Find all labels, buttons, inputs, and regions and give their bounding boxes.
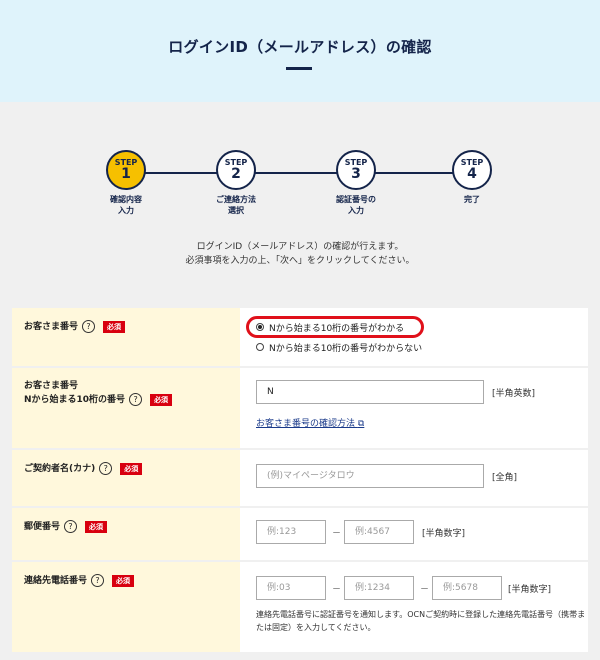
step-3-caption: STEP	[344, 157, 368, 167]
step-2: STEP 2 ご連絡方法 選択	[196, 150, 276, 216]
page-header: ログインID（メールアドレス）の確認	[0, 0, 600, 102]
help-icon[interactable]: ?	[82, 320, 96, 333]
customer-number-input-label: お客さま番号 Nから始まる10桁の番号? 必須	[12, 368, 240, 448]
page-title: ログインID（メールアドレス）の確認	[168, 38, 432, 56]
intro-line-2: 必須事項を入力の上、「次へ」をクリックしてください。	[185, 256, 415, 266]
step-3-circle: STEP 3	[336, 150, 376, 190]
external-link-icon: ⧉	[357, 419, 365, 429]
customer-number-input[interactable]	[256, 380, 484, 404]
required-badge: 必須	[85, 520, 108, 533]
postal-code-first-input[interactable]	[256, 520, 326, 544]
step-1-circle: STEP 1	[106, 150, 146, 190]
phone-hint: [半角数字]	[508, 585, 552, 595]
phone-label-text: 連絡先電話番号	[24, 576, 88, 586]
phone-row: 連絡先電話番号? 必須 － － [半角数字] 連絡先電話番号に認証番号を通知します…	[12, 562, 588, 654]
customer-number-input-row: お客さま番号 Nから始まる10桁の番号? 必須 [半角英数] お客さま番号の確認方…	[12, 368, 588, 450]
option-knows-number[interactable]: Nから始まる10桁の番号がわかる	[256, 320, 404, 334]
step-connector	[126, 172, 476, 174]
step-3: STEP 3 認証番号の 入力	[316, 150, 396, 216]
step-4-caption: STEP	[460, 157, 484, 167]
customer-number-input-label-line2: Nから始まる10桁の番号	[24, 395, 126, 405]
step-3-label: 認証番号の 入力	[336, 195, 376, 215]
phone-dash-1: －	[332, 585, 342, 595]
phone-field: － － [半角数字] 連絡先電話番号に認証番号を通知します。OCNご契約時に登録…	[240, 562, 588, 652]
alphanumeric-hint: [半角英数]	[492, 389, 536, 399]
phone-note: 連絡先電話番号に認証番号を通知します。OCNご契約時に登録した連絡先電話番号（携…	[256, 610, 586, 632]
intro-text: ログインID（メールアドレス）の確認が行えます。 必須事項を入力の上、「次へ」を…	[0, 240, 600, 268]
step-1-label: 確認内容 入力	[110, 195, 142, 215]
title-underline	[286, 67, 312, 70]
required-badge: 必須	[103, 320, 126, 333]
step-progress: STEP 1 確認内容 入力 STEP 2 ご連絡方法 選択 STEP 3 認証…	[0, 102, 600, 226]
postal-code-label-text: 郵便番号	[24, 522, 61, 532]
customer-number-label-text: お客さま番号	[24, 322, 79, 332]
help-icon[interactable]: ?	[64, 520, 78, 533]
phone-second-input[interactable]	[344, 576, 414, 600]
help-icon[interactable]: ?	[99, 462, 113, 475]
option-knows-number-label: Nから始まる10桁の番号がわかる	[269, 323, 405, 334]
radio-unselected-icon[interactable]	[256, 343, 264, 351]
postal-dash: －	[332, 529, 342, 539]
postal-code-second-input[interactable]	[344, 520, 414, 544]
radio-selected-icon[interactable]	[256, 323, 264, 331]
customer-number-field: Nから始まる10桁の番号がわかる Nから始まる10桁の番号がわからない	[240, 308, 588, 366]
step-3-number: 3	[351, 165, 361, 182]
customer-number-row: お客さま番号? 必須 Nから始まる10桁の番号がわかる Nから始まる10桁の番号が…	[12, 308, 588, 368]
customer-number-input-label-line1: お客さま番号	[24, 381, 79, 391]
option-unknown-number-label: Nから始まる10桁の番号がわからない	[269, 343, 423, 354]
step-4-circle: STEP 4	[452, 150, 492, 190]
required-badge: 必須	[112, 574, 135, 587]
step-2-circle: STEP 2	[216, 150, 256, 190]
contract-name-field: [全角]	[240, 450, 588, 506]
postal-code-row: 郵便番号? 必須 － [半角数字]	[12, 508, 588, 562]
step-2-number: 2	[231, 165, 241, 182]
required-badge: 必須	[150, 393, 173, 406]
highlight-annotation	[246, 316, 424, 338]
required-badge: 必須	[120, 462, 143, 475]
contract-name-input[interactable]	[256, 464, 484, 488]
contract-name-label: ご契約者名(カナ)? 必須	[12, 450, 240, 506]
postal-code-label: 郵便番号? 必須	[12, 508, 240, 560]
customer-number-help-link-text: お客さま番号の確認方法	[256, 419, 356, 429]
customer-number-help-link[interactable]: お客さま番号の確認方法 ⧉	[256, 416, 364, 429]
step-1: STEP 1 確認内容 入力	[86, 150, 166, 216]
step-2-caption: STEP	[224, 157, 248, 167]
phone-third-input[interactable]	[432, 576, 502, 600]
contract-name-row: ご契約者名(カナ)? 必須 [全角]	[12, 450, 588, 508]
postal-code-field: － [半角数字]	[240, 508, 588, 560]
step-4-number: 4	[467, 165, 477, 182]
postal-hint: [半角数字]	[422, 529, 466, 539]
fullwidth-hint: [全角]	[492, 473, 518, 483]
phone-first-input[interactable]	[256, 576, 326, 600]
option-unknown-number[interactable]: Nから始まる10桁の番号がわからない	[256, 340, 422, 354]
step-2-label: ご連絡方法 選択	[216, 195, 256, 215]
phone-dash-2: －	[420, 585, 430, 595]
help-icon[interactable]: ?	[129, 393, 143, 406]
intro-line-1: ログインID（メールアドレス）の確認が行えます。	[196, 242, 404, 252]
customer-number-input-field: [半角英数] お客さま番号の確認方法 ⧉	[240, 368, 588, 448]
phone-label: 連絡先電話番号? 必須	[12, 562, 240, 652]
customer-number-label: お客さま番号? 必須	[12, 308, 240, 366]
help-icon[interactable]: ?	[91, 574, 105, 587]
step-1-number: 1	[121, 165, 131, 182]
step-1-caption: STEP	[114, 157, 138, 167]
step-4: STEP 4 完了	[432, 150, 512, 205]
contract-name-label-text: ご契約者名(カナ)	[24, 464, 96, 474]
step-4-label: 完了	[464, 195, 480, 204]
confirmation-form: お客さま番号? 必須 Nから始まる10桁の番号がわかる Nから始まる10桁の番号が…	[12, 308, 588, 654]
